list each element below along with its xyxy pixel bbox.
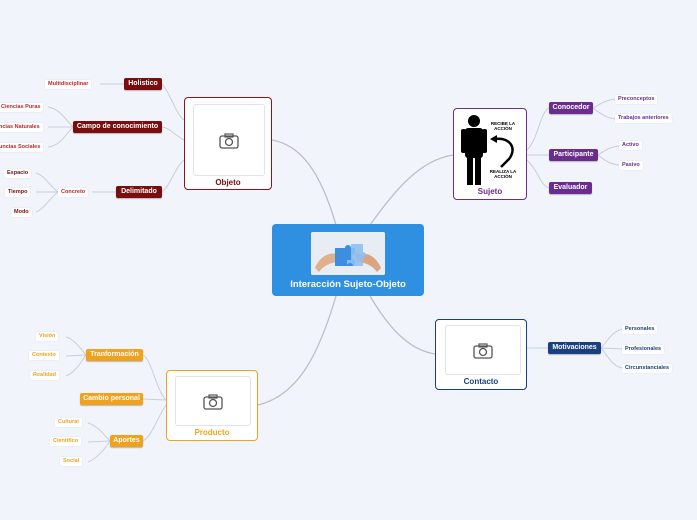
leaf-circunstanciales[interactable]: Circunstanciales [622, 364, 673, 373]
leaf-preconceptos[interactable]: Preconceptos [615, 95, 658, 104]
central-topic-title: Interacción Sujeto-Objeto [290, 279, 406, 290]
branch-campo-de-conocimiento[interactable]: Campo de conocimiento [73, 121, 162, 133]
branch-delimitado[interactable]: Delimitado [116, 186, 162, 198]
leaf-ciencias-puras[interactable]: Ciencias Puras [0, 103, 44, 112]
leaf-profesionales[interactable]: Profesionales [622, 345, 665, 354]
branch-conocedor[interactable]: Conocedor [549, 102, 593, 114]
producto-node[interactable]: Producto [166, 370, 258, 441]
leaf-vision[interactable]: Visión [36, 332, 59, 341]
camera-icon [203, 394, 223, 410]
leaf-pasivo[interactable]: Pasivo [619, 161, 643, 170]
camera-icon [219, 133, 239, 149]
sujeto-node[interactable]: RECIBE LA ACCIÓN REALIZA LA ACCIÓN Sujet… [453, 108, 527, 200]
leaf-cientifico[interactable]: Científico [50, 437, 82, 446]
producto-image-placeholder [175, 376, 251, 426]
objeto-node[interactable]: Objeto [184, 97, 272, 190]
branch-evaluador[interactable]: Evaluador [549, 182, 592, 194]
producto-label: Producto [194, 428, 230, 437]
contacto-image-placeholder [445, 325, 521, 375]
sujeto-label: Sujeto [477, 187, 503, 196]
leaf-ciencias-naturales[interactable]: ncias Naturales [0, 123, 43, 132]
leaf-activo[interactable]: Activo [619, 141, 642, 150]
leaf-contexto[interactable]: Contexto [29, 351, 59, 360]
branch-tranformacion[interactable]: Tranformación [86, 349, 143, 361]
objeto-label: Objeto [215, 178, 241, 187]
leaf-personales[interactable]: Personales [622, 325, 658, 334]
branch-holistico[interactable]: Holistico [124, 78, 162, 90]
leaf-modo[interactable]: Modo [11, 208, 32, 217]
leaf-multidisciplinar[interactable]: Multidisciplinar [45, 80, 92, 89]
figure-text-top: RECIBE LA ACCIÓN [490, 121, 516, 131]
leaf-cultural[interactable]: Cultural [55, 418, 82, 427]
camera-icon [473, 343, 493, 359]
branch-participante[interactable]: Participante [549, 149, 598, 161]
branch-aportes[interactable]: Aportes [110, 435, 143, 447]
central-topic[interactable]: Interacción Sujeto-Objeto [272, 224, 424, 296]
objeto-image-placeholder [193, 104, 265, 176]
leaf-social[interactable]: Social [60, 457, 83, 466]
contacto-node[interactable]: Contacto [435, 319, 527, 390]
branch-motivaciones[interactable]: Motivaciones [548, 342, 601, 354]
leaf-ciencias-sociales[interactable]: uncias Sociales [0, 143, 44, 152]
branch-cambio-personal[interactable]: Cambio personal [80, 393, 143, 405]
person-arrow-image [461, 115, 514, 185]
leaf-concreto[interactable]: Concreto [58, 188, 89, 197]
leaf-tiempo[interactable]: Tiempo [5, 188, 31, 197]
leaf-espacio[interactable]: Espacio [4, 169, 32, 178]
contacto-label: Contacto [463, 377, 499, 386]
leaf-realidad[interactable]: Realidad [30, 371, 59, 380]
figure-text-bottom: REALIZA LA ACCIÓN [489, 169, 517, 179]
puzzle-image [311, 232, 385, 275]
leaf-trabajos-anteriores[interactable]: Trabajos anteriores [615, 114, 672, 123]
